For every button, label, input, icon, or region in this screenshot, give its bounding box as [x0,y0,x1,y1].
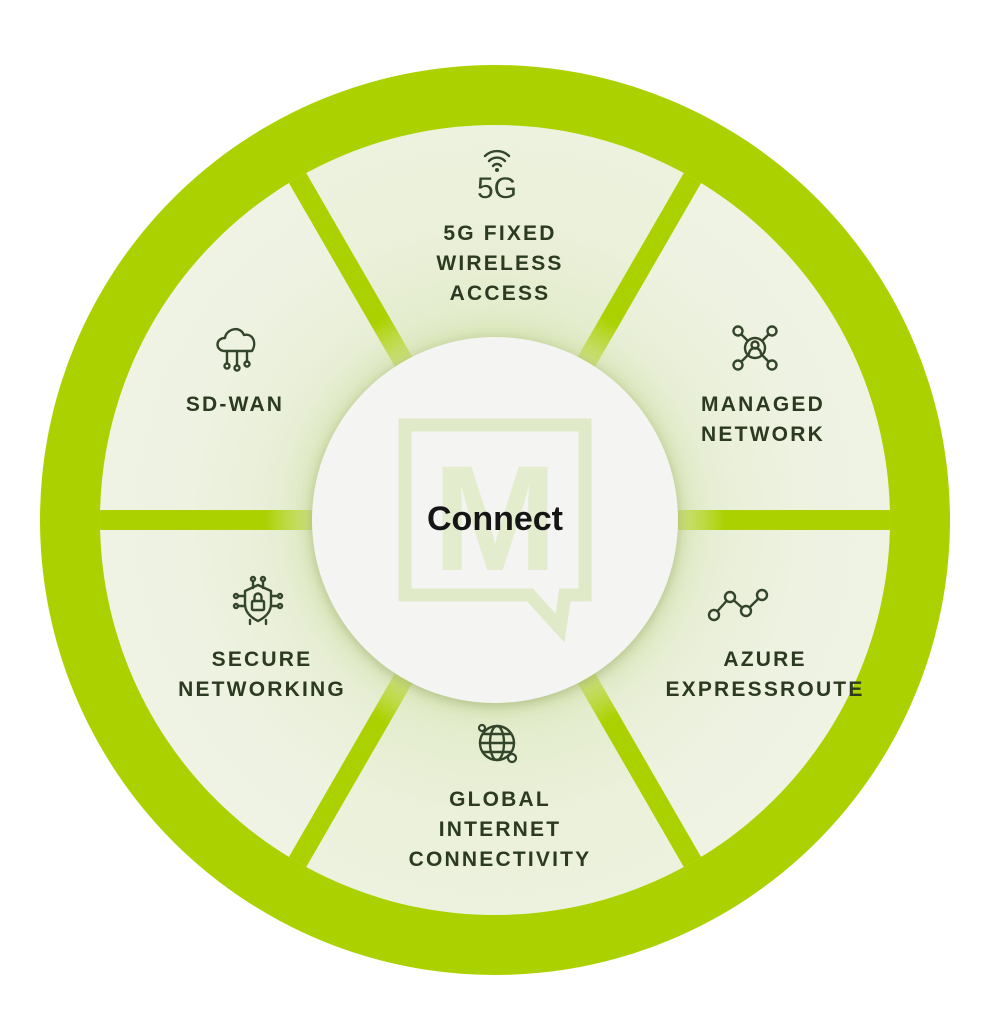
center-label: Connect [427,500,563,538]
segment-label-secure-line-0: SECURE [212,648,313,671]
segment-label-5g-line-1: WIRELESS [436,252,563,275]
segment-item-global: GLOBAL INTERNET CONNECTIVITY [409,723,592,871]
5g-wifi-icon: 5G [477,149,517,205]
segment-label-5g-line-2: ACCESS [450,282,551,305]
logo-letter: M [433,434,558,602]
segment-label-global-line-2: CONNECTIVITY [409,848,592,871]
route-line-icon [707,588,769,622]
segment-label-sdwan-line-0: SD-WAN [186,393,284,416]
segment-label-global-line-0: GLOBAL [449,788,551,811]
segment-item-secure: SECURE NETWORKING [178,575,346,701]
segment-label-azure-line-0: AZURE [723,648,806,671]
m-logo-watermark: M [398,418,592,643]
network-user-icon [732,325,778,371]
segment-item-azure: AZURE EXPRESSROUTE [665,588,864,701]
segment-label-managed-line-0: MANAGED [701,393,825,416]
cloud-network-icon [216,327,256,372]
icon-5g-text: 5G [477,172,517,205]
segment-item-sdwan: SD-WAN [186,327,284,416]
segment-label-managed-line-1: NETWORK [701,423,825,446]
segment-label-global-line-1: INTERNET [439,818,562,841]
globe-icon [477,723,518,764]
segment-item-5g: 5G 5G FIXED WIRELESS ACCESS [436,149,563,305]
segment-label-secure-line-1: NETWORKING [178,678,346,701]
segment-item-managed: MANAGED NETWORK [701,325,825,446]
shield-lock-icon [232,575,284,626]
segment-labels: 5G 5G FIXED WIRELESS ACCESS MANAGED NETWORK AZ… [178,149,864,871]
segment-label-5g-line-0: 5G FIXED [443,222,556,245]
segment-label-azure-line-1: EXPRESSROUTE [665,678,864,701]
